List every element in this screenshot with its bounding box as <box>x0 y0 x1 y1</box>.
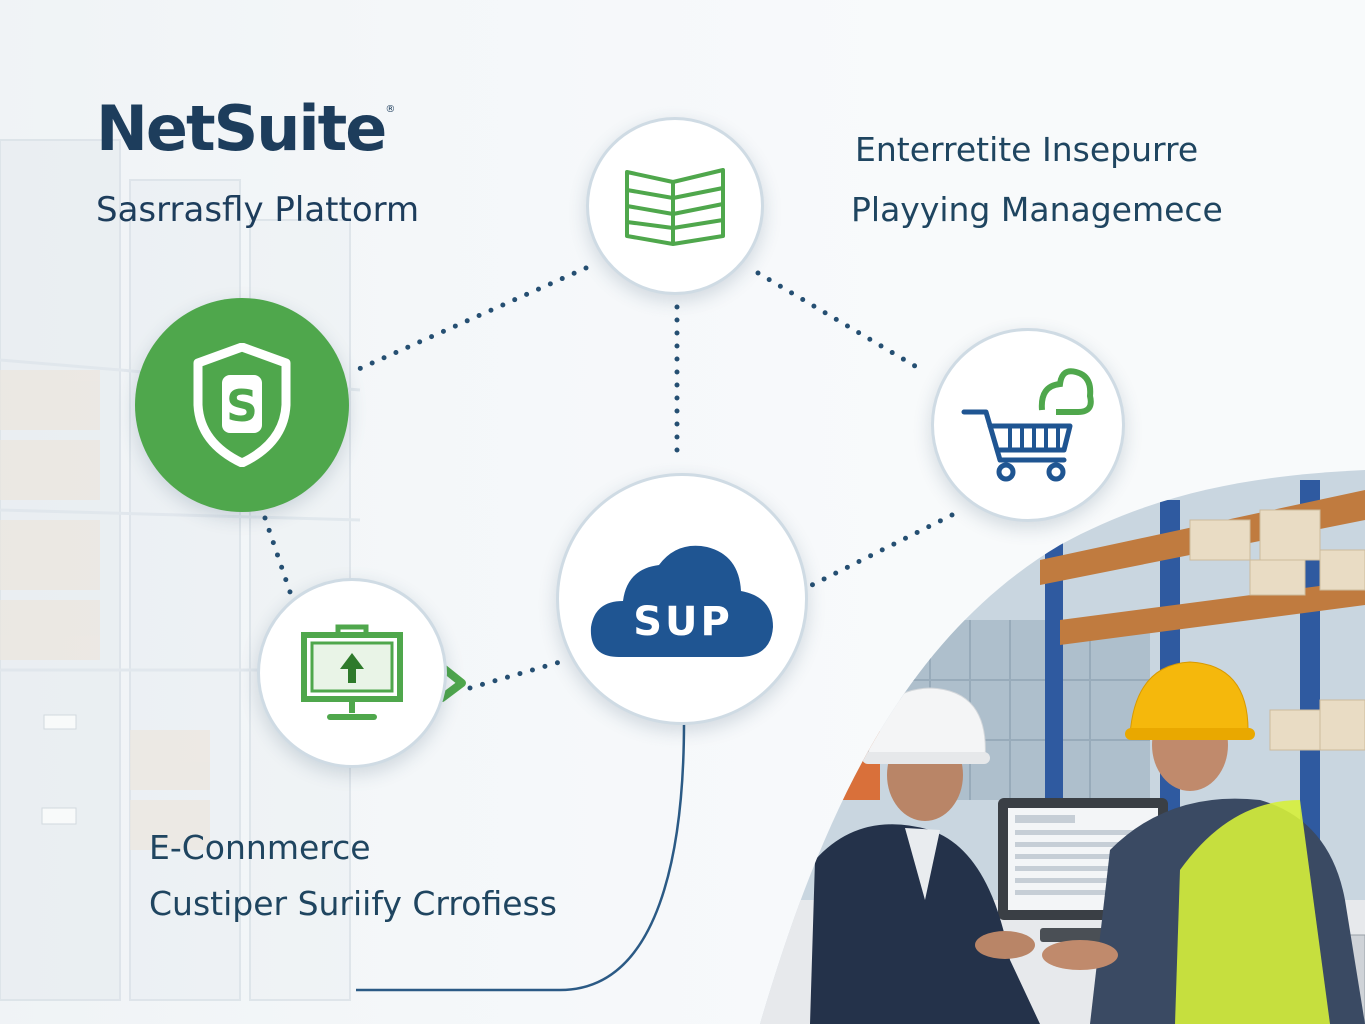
arrow-chevron-icon <box>438 663 466 702</box>
shield-symbol: S <box>226 381 258 432</box>
connector-shield-monitor <box>262 515 293 595</box>
tagline: Sasrrasfly Plattorm <box>96 190 420 230</box>
cloud-icon: SUP <box>590 545 773 657</box>
feature-label-bottom-left-1: E-Connmerce <box>149 828 371 867</box>
monitor-node <box>257 578 447 768</box>
brand-name: NetSuite <box>96 92 387 165</box>
brand-logo: NetSuite® <box>96 92 395 165</box>
registered-mark: ® <box>385 104 396 115</box>
ledger-book-icon <box>625 168 725 246</box>
connector-cart-cloud <box>809 512 955 588</box>
monitor-upload-icon <box>301 624 403 720</box>
cloud-node: SUP <box>556 473 808 725</box>
ledger-node <box>586 117 764 295</box>
ecommerce-node <box>931 328 1125 522</box>
security-node: S <box>135 298 349 512</box>
feature-label-bottom-left-2: Custiper Suriify Crrofiess <box>149 884 557 923</box>
feature-label-top-right-1: Enterretite Insepurre <box>855 130 1199 169</box>
cloud-label: SUP <box>633 599 733 645</box>
connector-ledger-cart <box>755 270 928 375</box>
connector-ledger-shield <box>349 265 589 375</box>
cart-cloud-icon <box>961 368 1094 482</box>
connector-cloud-base <box>356 721 686 992</box>
connector-monitor-cloud <box>467 659 563 691</box>
shield-dollar-icon: S <box>193 343 291 467</box>
feature-label-top-right-2: Playying Managemece <box>851 190 1223 229</box>
